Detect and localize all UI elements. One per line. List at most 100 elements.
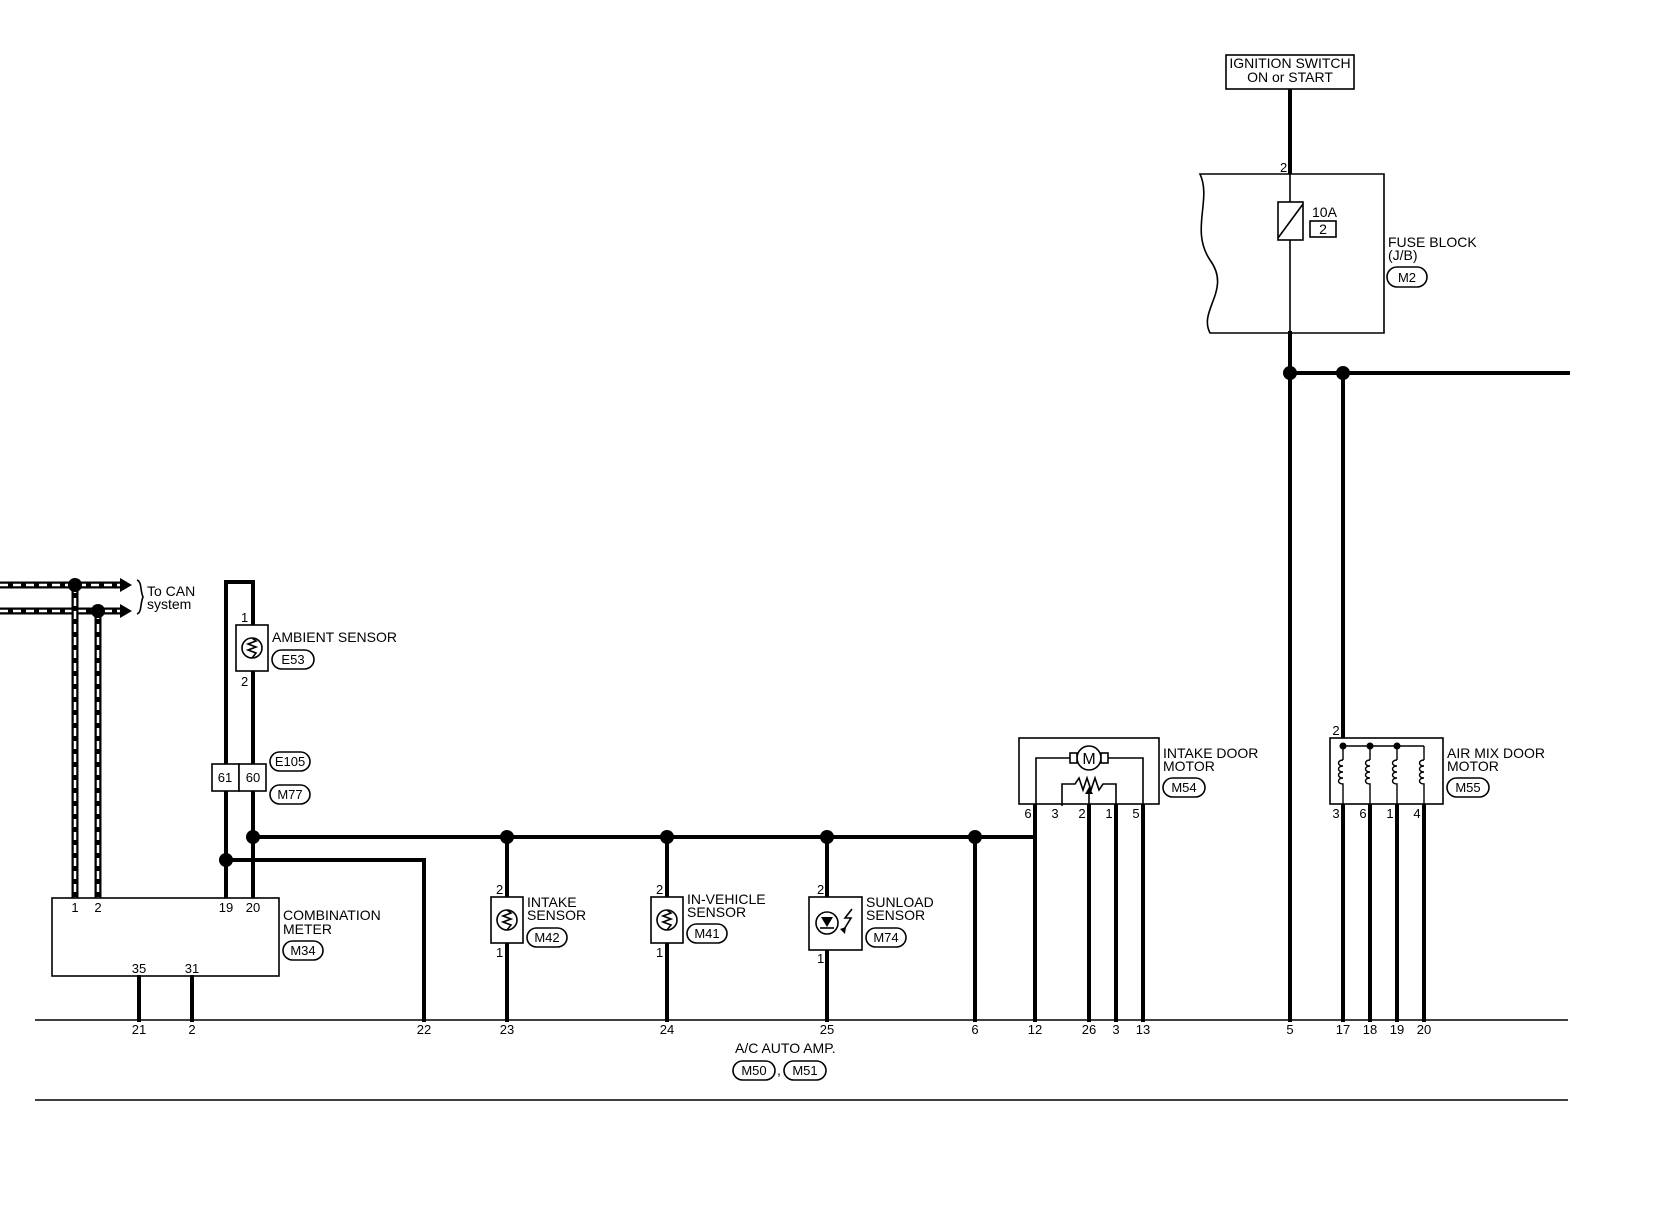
sunload-sensor: 2 1 SUNLOAD SENSOR M74 <box>808 882 934 966</box>
intake-sensor-connector: M42 <box>534 930 559 945</box>
ac-auto-amp-label: A/C AUTO AMP. <box>735 1040 836 1056</box>
sunload-sensor-pin-bottom: 1 <box>817 951 824 966</box>
can-lines: To CAN system <box>0 578 195 898</box>
ac-auto-amp: 21 2 22 23 24 25 6 12 26 3 13 5 17 18 19… <box>35 1019 1568 1101</box>
ignition-switch-line2: ON or START <box>1247 69 1333 85</box>
invehicle-sensor-line1: IN-VEHICLE <box>687 891 766 907</box>
joint-connector: 61 60 E105 M77 <box>211 751 311 805</box>
amp-pin-23: 23 <box>500 1022 514 1037</box>
air-mix-door-motor-line1: AIR MIX DOOR <box>1447 745 1545 761</box>
ac-auto-amp-separator: , <box>777 1062 781 1078</box>
sunload-sensor-connector: M74 <box>873 930 898 945</box>
meter-pin-1: 1 <box>71 900 78 915</box>
intake-door-motor-line2: MOTOR <box>1163 758 1215 774</box>
intake-door-pin-2: 2 <box>1078 806 1085 821</box>
joint-pin-b: 60 <box>246 770 260 785</box>
amp-pin-5: 5 <box>1286 1022 1293 1037</box>
meter-pin-2: 2 <box>94 900 101 915</box>
intake-door-motor-line1: INTAKE DOOR <box>1163 745 1258 761</box>
amp-pin-25: 25 <box>820 1022 834 1037</box>
sunload-sensor-line2: SENSOR <box>866 907 925 923</box>
intake-sensor: 2 1 INTAKE SENSOR M42 <box>490 882 586 960</box>
amp-pin-20: 20 <box>1417 1022 1431 1037</box>
air-mix-door-motor-connector: M55 <box>1455 780 1480 795</box>
fuse-block-connector: M2 <box>1398 270 1416 285</box>
air-mix-pin-6: 6 <box>1359 806 1366 821</box>
ambient-sensor-label: AMBIENT SENSOR <box>272 629 397 645</box>
sunload-sensor-pin-top: 2 <box>817 882 824 897</box>
combination-meter-line2: METER <box>283 921 332 937</box>
splice-dot <box>820 830 834 844</box>
fuse-pin-in: 2 <box>1280 160 1287 175</box>
ambient-pin-bottom: 2 <box>241 674 248 689</box>
meter-pin-19: 19 <box>219 900 233 915</box>
combination-meter-line1: COMBINATION <box>283 907 381 923</box>
amp-pin-26: 26 <box>1082 1022 1096 1037</box>
combination-meter-connector: M34 <box>290 943 315 958</box>
joint-pin-a: 61 <box>218 770 232 785</box>
amp-pin-22: 22 <box>417 1022 431 1037</box>
amp-pin-12: 12 <box>1028 1022 1042 1037</box>
intake-sensor-pin-top: 2 <box>496 882 503 897</box>
splice-dot <box>500 830 514 844</box>
invehicle-sensor-pin-top: 2 <box>656 882 663 897</box>
in-vehicle-sensor: 2 1 IN-VEHICLE SENSOR M41 <box>650 882 766 960</box>
intake-door-pin-6: 6 <box>1024 806 1031 821</box>
fuse-rating: 10A <box>1312 204 1338 220</box>
invehicle-sensor-line2: SENSOR <box>687 904 746 920</box>
amp-pin-17: 17 <box>1336 1022 1350 1037</box>
invehicle-sensor-connector: M41 <box>694 926 719 941</box>
intake-door-pin-5: 5 <box>1132 806 1139 821</box>
fuse-block: 2 10A 2 FUSE BLOCK (J/B) M2 <box>1198 160 1477 334</box>
intake-door-motor-connector: M54 <box>1171 780 1196 795</box>
fuse-number: 2 <box>1319 221 1327 237</box>
joint-connector-b: M77 <box>277 787 302 802</box>
meter-pin-20: 20 <box>246 900 260 915</box>
ambient-pin-top: 1 <box>241 610 248 625</box>
amp-pin-24: 24 <box>660 1022 674 1037</box>
intake-door-motor-symbol: M <box>1082 751 1095 768</box>
splice-dot <box>1336 366 1350 380</box>
ambient-sensor: 1 2 AMBIENT SENSOR E53 <box>235 610 397 689</box>
air-mix-pin-top: 2 <box>1332 723 1339 738</box>
amp-pin-21: 21 <box>132 1022 146 1037</box>
splice-dot <box>660 830 674 844</box>
ac-auto-amp-connector-a: M50 <box>741 1063 766 1078</box>
amp-pin-3: 3 <box>1112 1022 1119 1037</box>
intake-sensor-pin-bottom: 1 <box>496 945 503 960</box>
splice-dot <box>246 830 260 844</box>
fuse-block-label-line1: FUSE BLOCK <box>1388 234 1477 250</box>
amp-pin-13: 13 <box>1136 1022 1150 1037</box>
amp-pin-6: 6 <box>971 1022 978 1037</box>
wire-ambient-loop <box>224 580 255 900</box>
air-mix-door-motor: 2 3 6 1 4 AIR MIX DOOR MOTOR M55 <box>1329 723 1545 821</box>
combination-meter: 1 2 19 20 35 31 COMBINATION METER M34 <box>51 897 381 977</box>
fuse-block-label-line2: (J/B) <box>1388 247 1418 263</box>
intake-door-pin-3: 3 <box>1051 806 1058 821</box>
splice-dot <box>968 830 982 844</box>
intake-door-pin-1: 1 <box>1105 806 1112 821</box>
amp-pin-2: 2 <box>188 1022 195 1037</box>
air-mix-pin-1: 1 <box>1386 806 1393 821</box>
meter-pin-35: 35 <box>132 961 146 976</box>
amp-pin-18: 18 <box>1363 1022 1377 1037</box>
ambient-sensor-connector: E53 <box>281 652 304 667</box>
can-label-line1: To CAN <box>147 583 195 599</box>
can-label-line2: system <box>147 596 191 612</box>
invehicle-sensor-pin-bottom: 1 <box>656 945 663 960</box>
ignition-switch: IGNITION SWITCH ON or START <box>1225 54 1355 90</box>
air-mix-pin-3: 3 <box>1332 806 1339 821</box>
air-mix-door-motor-line2: MOTOR <box>1447 758 1499 774</box>
intake-sensor-line1: INTAKE <box>527 894 577 910</box>
air-mix-pin-4: 4 <box>1413 806 1420 821</box>
splice-dot <box>1283 366 1297 380</box>
intake-sensor-line2: SENSOR <box>527 907 586 923</box>
joint-connector-a: E105 <box>275 754 305 769</box>
meter-pin-31: 31 <box>185 961 199 976</box>
ac-auto-amp-connector-b: M51 <box>792 1063 817 1078</box>
ignition-switch-line1: IGNITION SWITCH <box>1229 55 1350 71</box>
sunload-sensor-line1: SUNLOAD <box>866 894 934 910</box>
intake-door-motor: M 6 3 2 1 5 INTAKE DOOR MOTOR M54 <box>1018 737 1258 821</box>
splice-dot <box>219 853 233 867</box>
